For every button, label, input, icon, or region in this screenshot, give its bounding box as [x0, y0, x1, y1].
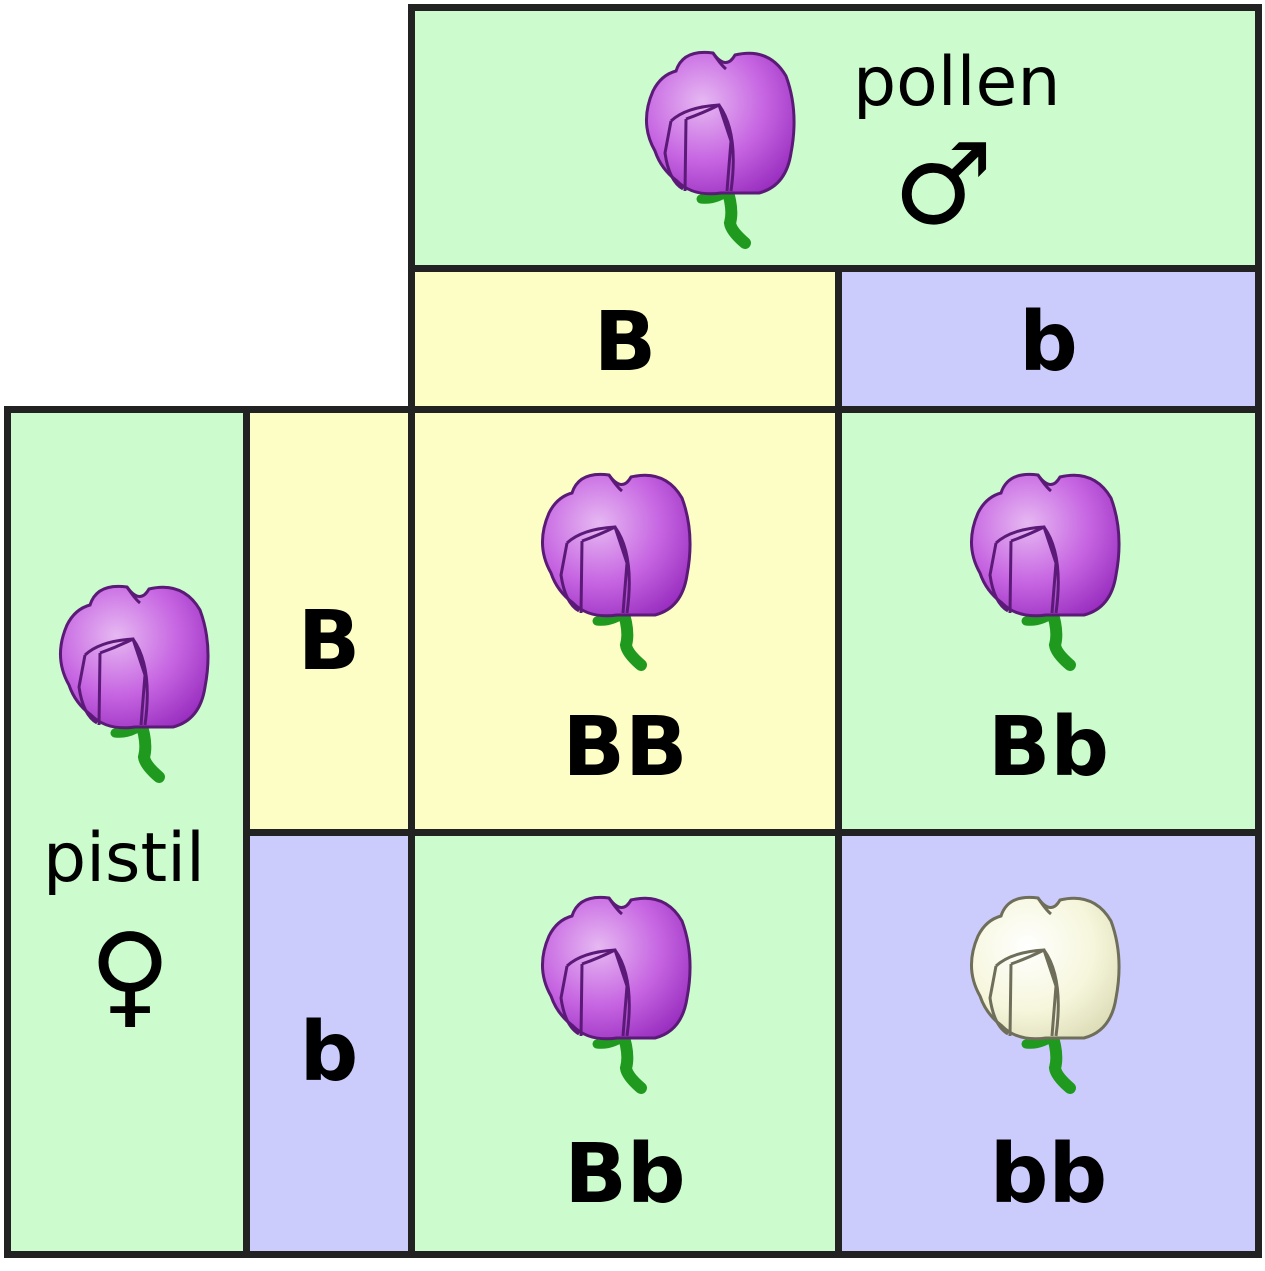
purple-flower-icon	[527, 463, 697, 673]
genotype-label: bb	[989, 1127, 1108, 1222]
female-symbol: ♀	[89, 910, 172, 1040]
purple-flower-icon	[45, 575, 215, 785]
pollen-header: pollen ♂	[408, 4, 1262, 272]
pollen-allele-cell: b	[835, 265, 1262, 413]
offspring-cell: Bb	[835, 406, 1262, 836]
offspring-cell: bb	[835, 829, 1262, 1258]
pollen-allele: B	[593, 295, 657, 390]
white-flower-icon	[956, 886, 1126, 1096]
pistil-panel: pistil ♀	[4, 406, 250, 1258]
purple-flower-icon	[956, 463, 1126, 673]
pollen-allele-cell: B	[408, 265, 842, 413]
genotype-label: Bb	[987, 700, 1110, 795]
genotype-label: BB	[562, 700, 688, 795]
offspring-cell: BB	[408, 406, 842, 836]
pollen-allele: b	[1019, 295, 1078, 390]
offspring-cell: Bb	[408, 829, 842, 1258]
pistil-label: pistil	[43, 819, 205, 898]
purple-flower-icon	[631, 41, 801, 251]
pistil-allele: b	[299, 1005, 359, 1100]
genotype-label: Bb	[564, 1127, 686, 1222]
pollen-label: pollen	[853, 43, 1061, 122]
pistil-allele-cell: b	[243, 829, 415, 1258]
purple-flower-icon	[527, 886, 697, 1096]
pistil-allele: B	[297, 594, 361, 689]
male-symbol: ♂	[893, 120, 994, 250]
pistil-allele-cell: B	[243, 406, 415, 836]
